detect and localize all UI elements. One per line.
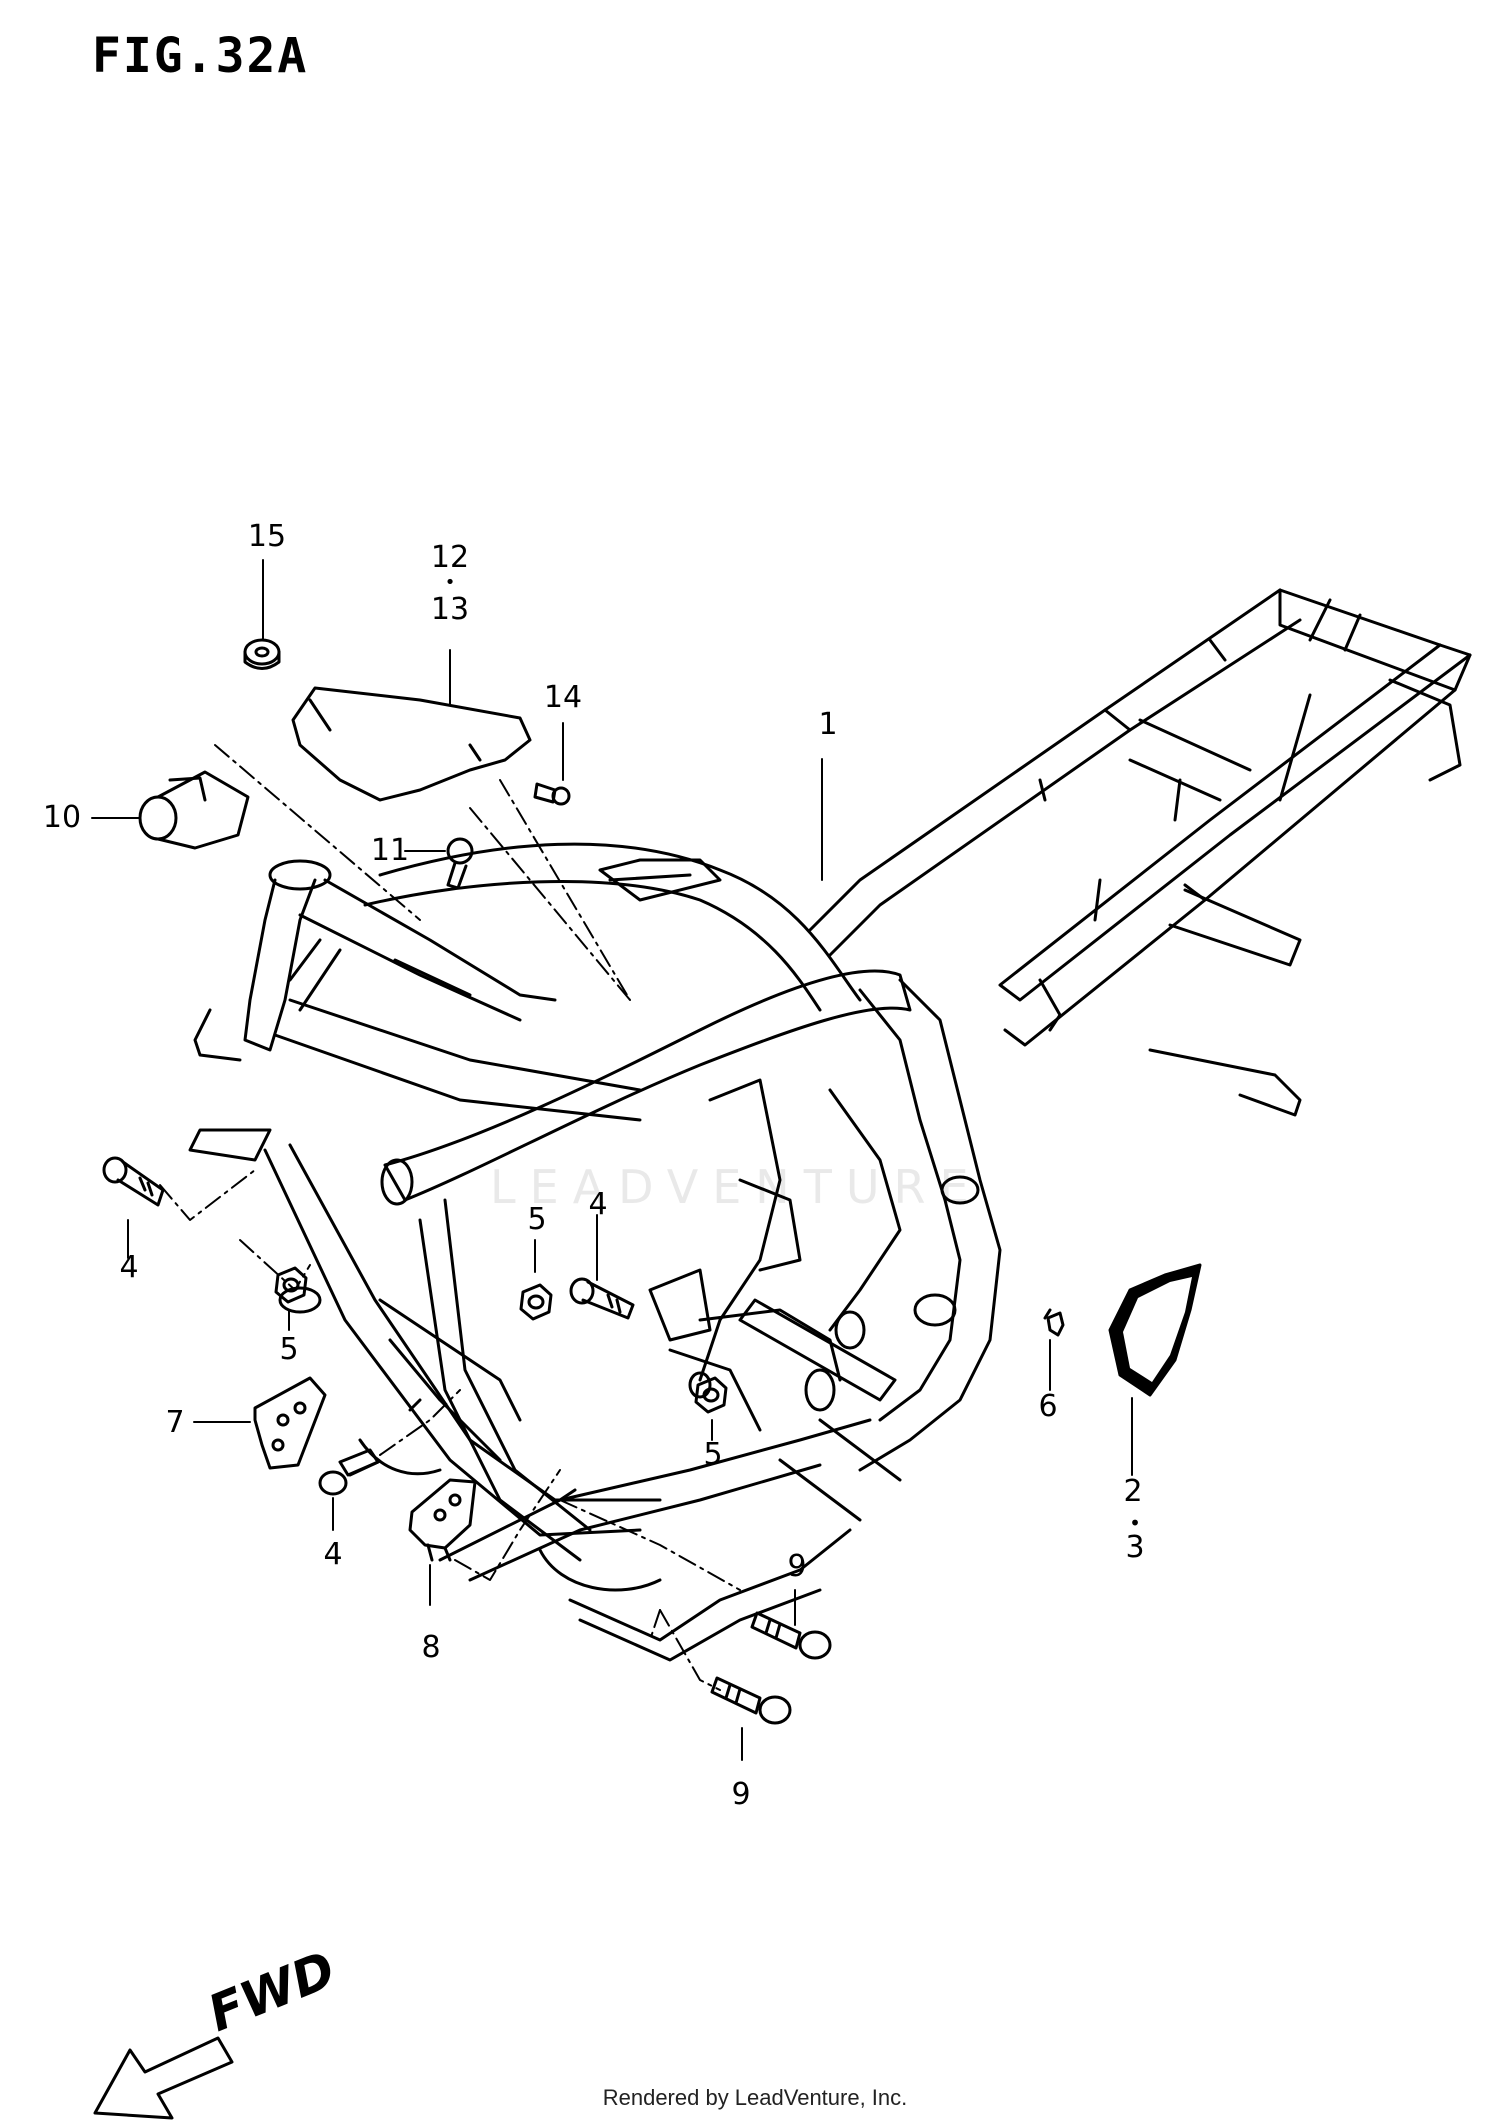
callout-5-left: 5 <box>279 1332 299 1367</box>
part-4-bolt-lower <box>318 1448 380 1496</box>
part-5-nut-lower <box>694 1376 728 1414</box>
part-9-bolt-upper <box>750 1611 832 1660</box>
part-6-rivet <box>1043 1308 1065 1337</box>
part-8-bracket <box>408 1478 477 1562</box>
callout-1: 1 <box>818 707 838 742</box>
callout-9-lower: 9 <box>731 1777 751 1812</box>
part-5-nut-left <box>274 1266 308 1304</box>
part-7-bracket <box>253 1376 327 1470</box>
part-14-bolt <box>533 782 571 806</box>
callout-13: 13 <box>430 592 470 627</box>
part-11-bolt <box>446 837 474 890</box>
callout-2: 2 <box>1123 1474 1143 1509</box>
main-frame <box>188 842 1002 1662</box>
callout-11: 11 <box>370 833 410 868</box>
part-12-13-cover <box>291 686 532 802</box>
callout-15: 15 <box>247 519 287 554</box>
callout-4-lower: 4 <box>323 1537 343 1572</box>
callout-12: 12 <box>430 540 470 575</box>
callout-14: 14 <box>543 680 583 715</box>
footer-credit: Rendered by LeadVenture, Inc. <box>602 2085 908 2110</box>
callout-2-3-separator: • <box>1129 1511 1141 1535</box>
callout-5-center: 5 <box>527 1202 547 1237</box>
callout-6: 6 <box>1038 1389 1058 1424</box>
callout-12-13-separator: • <box>444 572 456 593</box>
callout-4-upper-left: 4 <box>119 1250 139 1285</box>
callout-9-upper: 9 <box>787 1549 807 1584</box>
fwd-arrow <box>93 2036 234 2120</box>
rear-subframe <box>808 588 1472 1117</box>
callout-8: 8 <box>421 1630 441 1665</box>
callout-5-lower: 5 <box>703 1437 723 1472</box>
part-10-cushion <box>138 770 250 850</box>
callout-3: 3 <box>1125 1530 1145 1565</box>
part-5-nut-center <box>519 1283 553 1321</box>
part-15-collar <box>243 638 281 670</box>
part-2-3-cap <box>1108 1263 1202 1397</box>
callout-7: 7 <box>165 1405 185 1440</box>
leader-lines <box>91 559 1133 1761</box>
part-4-bolt-center <box>569 1277 635 1320</box>
figure-title: FIG.32A <box>92 28 309 84</box>
part-9-bolt-lower <box>710 1676 792 1725</box>
assembly-lines <box>159 744 741 1691</box>
part-4-bolt-upper-left <box>102 1156 165 1207</box>
callout-10: 10 <box>42 800 82 835</box>
callout-4-center: 4 <box>588 1187 608 1222</box>
